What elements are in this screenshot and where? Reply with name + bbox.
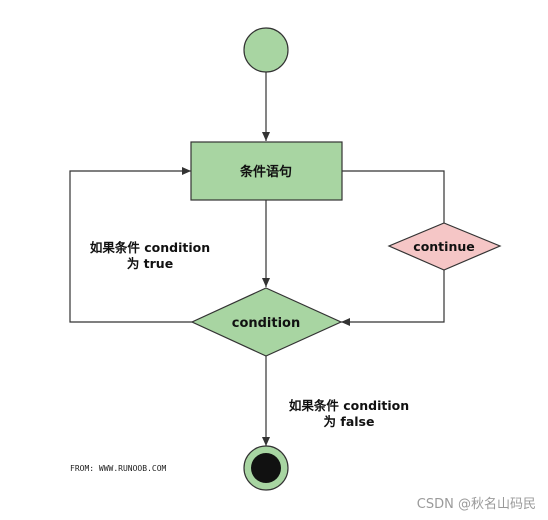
start-node bbox=[243, 27, 289, 73]
source-credit: FROM: WWW.RUNOOB.COM bbox=[70, 464, 167, 473]
false-branch-label-line1: 如果条件 condition bbox=[289, 398, 409, 413]
csdn-watermark: CSDN @秋名山码民 bbox=[417, 496, 536, 512]
condition-node-label: condition bbox=[232, 316, 301, 331]
continue-node bbox=[387, 222, 502, 271]
condition-node bbox=[190, 287, 343, 357]
statement-node-label: 条件语句 bbox=[240, 164, 292, 180]
true-branch-label-line2: 为 true bbox=[127, 256, 173, 271]
edge-condition-true-loop bbox=[69, 167, 192, 323]
statement-node bbox=[190, 141, 343, 201]
continue-node-label: continue bbox=[413, 239, 474, 254]
false-branch-label-line2: 为 false bbox=[324, 414, 375, 429]
edge-continue-to-condition bbox=[341, 270, 445, 326]
true-branch-label-line1: 如果条件 condition bbox=[90, 240, 210, 255]
end-node-inner bbox=[251, 453, 281, 483]
edge-statement-to-continue bbox=[342, 170, 445, 223]
